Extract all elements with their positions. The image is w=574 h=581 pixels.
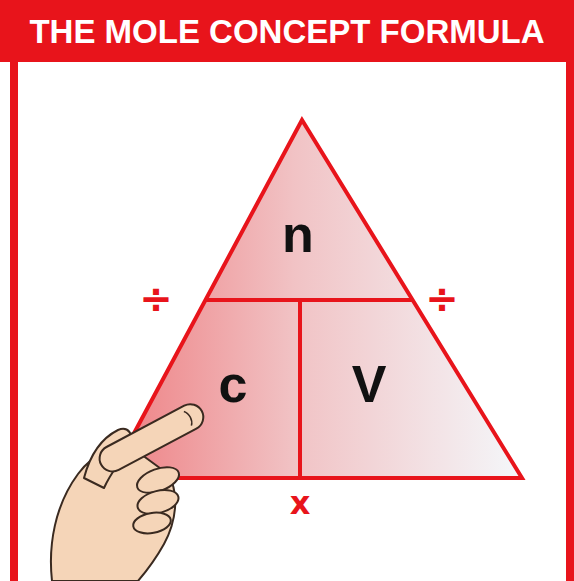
divide-operator: ÷ <box>139 279 173 319</box>
frame-left <box>10 0 18 581</box>
multiply-operator: x <box>290 487 311 519</box>
divide-operator: ÷ <box>425 279 459 319</box>
formula-symbol: c <box>213 354 254 414</box>
frame-right <box>566 0 574 581</box>
triangle-divider <box>298 300 302 478</box>
poster-title: THE MOLE CONCEPT FORMULA <box>29 15 544 48</box>
triangle-divider <box>205 298 412 302</box>
triangle-left-section: c <box>213 354 254 414</box>
title-banner <box>0 0 574 62</box>
formula-symbol: n <box>276 204 320 264</box>
pointing-hand <box>51 400 208 581</box>
formula-symbol: V <box>346 354 393 414</box>
triangle-right-section: V <box>346 354 393 414</box>
triangle-top-section: n <box>276 204 320 264</box>
